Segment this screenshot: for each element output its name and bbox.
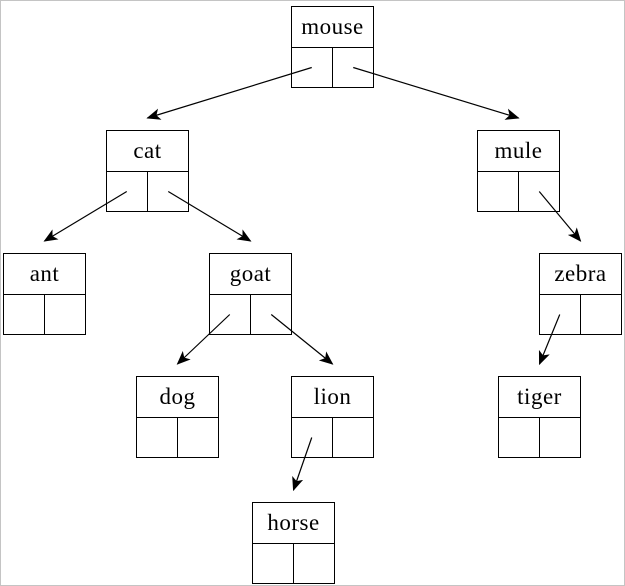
left-pointer-cell [292,47,333,87]
node-pointer-cells [292,417,373,458]
node-label: mule [478,131,559,172]
tree-node-mule: mule [477,130,560,212]
node-pointer-cells [499,417,580,458]
left-pointer-cell [292,417,333,457]
node-label: cat [107,131,188,172]
right-pointer-cell [178,418,218,458]
tree-node-tiger: tiger [498,376,581,458]
left-pointer-cell [478,171,519,211]
tree-node-lion: lion [291,376,374,458]
node-pointer-cells [4,294,85,335]
tree-node-mouse: mouse [291,6,374,88]
node-label: mouse [292,7,373,48]
right-pointer-cell [333,48,373,88]
left-pointer-cell [4,294,45,334]
node-pointer-cells [107,171,188,212]
right-pointer-cell [540,418,580,458]
node-label: zebra [540,254,621,295]
node-label: horse [253,503,334,544]
tree-node-goat: goat [209,253,292,335]
node-label: tiger [499,377,580,418]
tree-node-ant: ant [3,253,86,335]
node-label: ant [4,254,85,295]
right-pointer-cell [294,544,334,584]
node-pointer-cells [210,294,291,335]
left-pointer-cell [137,417,178,457]
right-pointer-cell [45,295,85,335]
node-pointer-cells [540,294,621,335]
node-label: dog [137,377,218,418]
left-pointer-cell [253,543,294,583]
tree-node-zebra: zebra [539,253,622,335]
left-pointer-cell [210,294,251,334]
node-label: lion [292,377,373,418]
right-pointer-cell [333,418,373,458]
tree-node-cat: cat [106,130,189,212]
right-pointer-cell [148,172,188,212]
right-pointer-cell [581,295,621,335]
tree-node-horse: horse [252,502,335,584]
right-pointer-cell [519,172,559,212]
right-pointer-cell [251,295,291,335]
node-pointer-cells [253,543,334,584]
left-pointer-cell [499,417,540,457]
node-label: goat [210,254,291,295]
left-pointer-cell [107,171,148,211]
node-pointer-cells [292,47,373,88]
left-pointer-cell [540,294,581,334]
node-pointer-cells [478,171,559,212]
node-pointer-cells [137,417,218,458]
tree-node-dog: dog [136,376,219,458]
